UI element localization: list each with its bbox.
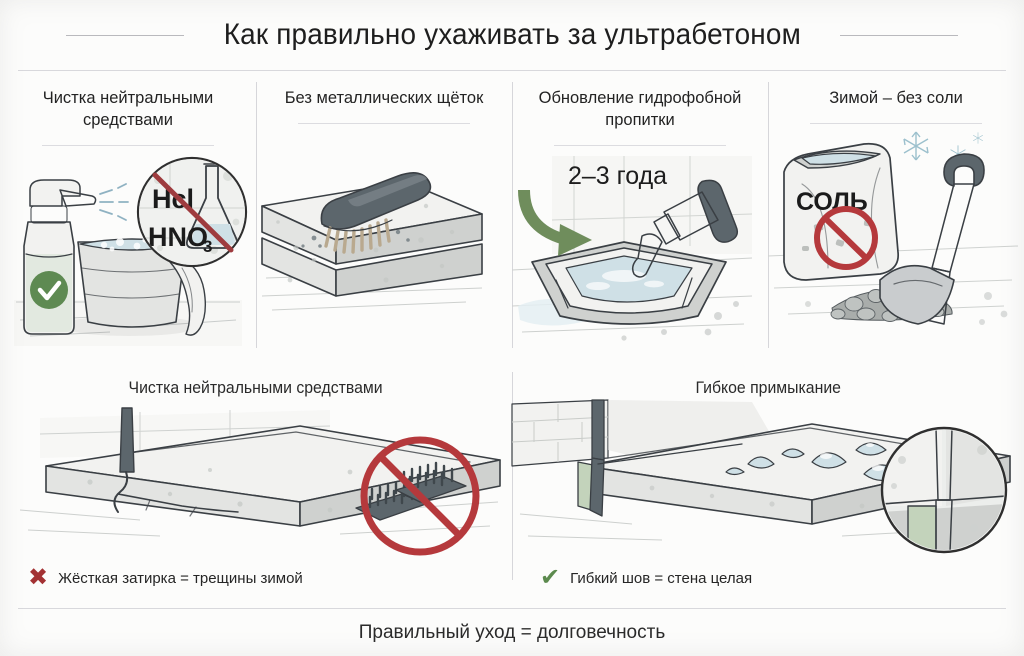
bottom-panel-row: Чистка нейтральными средствами — [0, 368, 1024, 598]
panel-title: Обновление гидрофобной пропитки — [538, 89, 742, 129]
svg-text:3: 3 — [203, 237, 212, 256]
top-panel-row: Чистка нейтральными средствами — [0, 72, 1024, 360]
panel-illustration-rigid-grout — [0, 400, 512, 556]
panel-no-salt-winter: Зимой – без соли — [767, 72, 1024, 360]
panel-hydrophobic-renewal: Обновление гидрофобной пропитки — [511, 72, 768, 360]
snowflake-icon — [903, 131, 983, 163]
panel-illustration-flexible-joint — [511, 399, 1024, 554]
panel-flexible-joint: Гибкое примыкание — [511, 368, 1024, 598]
footer-slogan: Правильный уход = долговечность — [358, 622, 666, 643]
panel-title-rule — [810, 122, 982, 124]
panel-illustration-hydrophobic-renewal: 2–3 года — [511, 150, 768, 360]
panel-title: Гибкое примыкание — [695, 378, 841, 397]
panel-illustration-no-metal-brushes — [256, 128, 512, 360]
caption-text: Жёсткая затирка = трещины зимой — [58, 569, 303, 587]
panel-title-rule — [298, 122, 470, 124]
caption-rigid-grout: ✖ Жёсткая затирка = трещины зимой — [28, 566, 303, 590]
footer-divider — [18, 608, 1006, 609]
renewal-interval-label: 2–3 года — [568, 162, 667, 190]
header-rule-right — [840, 34, 959, 36]
prohibition-sign — [360, 436, 480, 556]
panel-neutral-cleaning: Чистка нейтральными средствами — [0, 72, 256, 360]
caption-text: Гибкий шов = стена целая — [570, 569, 753, 587]
magnifier-inset — [880, 426, 1008, 554]
header-divider — [18, 70, 1006, 71]
panel-title: Без металлических щёток — [284, 89, 484, 107]
panel-title-rule — [554, 144, 726, 146]
caption-flexible-joint: ✔ Гибкий шов = стена целая — [540, 566, 752, 590]
page-title: Как правильно ухаживать за ультрабетоном — [223, 18, 801, 51]
panel-title: Зимой – без соли — [829, 89, 963, 107]
panel-title-rule — [42, 144, 214, 146]
svg-text:HNO: HNO — [148, 222, 208, 252]
panel-title: Чистка нейтральными средствами — [42, 89, 214, 129]
panel-no-metal-brushes: Без металлических щёток — [256, 72, 512, 360]
page-header: Как правильно ухаживать за ультрабетоном — [0, 0, 1024, 70]
panel-illustration-no-salt-winter: СОЛЬ — [767, 128, 1024, 360]
panel-rigid-grout-cracks: Чистка нейтральными средствами — [0, 368, 512, 598]
cross-icon: ✖ — [28, 564, 49, 591]
panel-illustration-neutral-cleaning: Hcl HNO 3 — [0, 150, 256, 360]
header-rule-left — [65, 34, 184, 36]
panel-title: Чистка нейтральными средствами — [128, 378, 384, 397]
check-icon: ✔ — [540, 564, 561, 591]
